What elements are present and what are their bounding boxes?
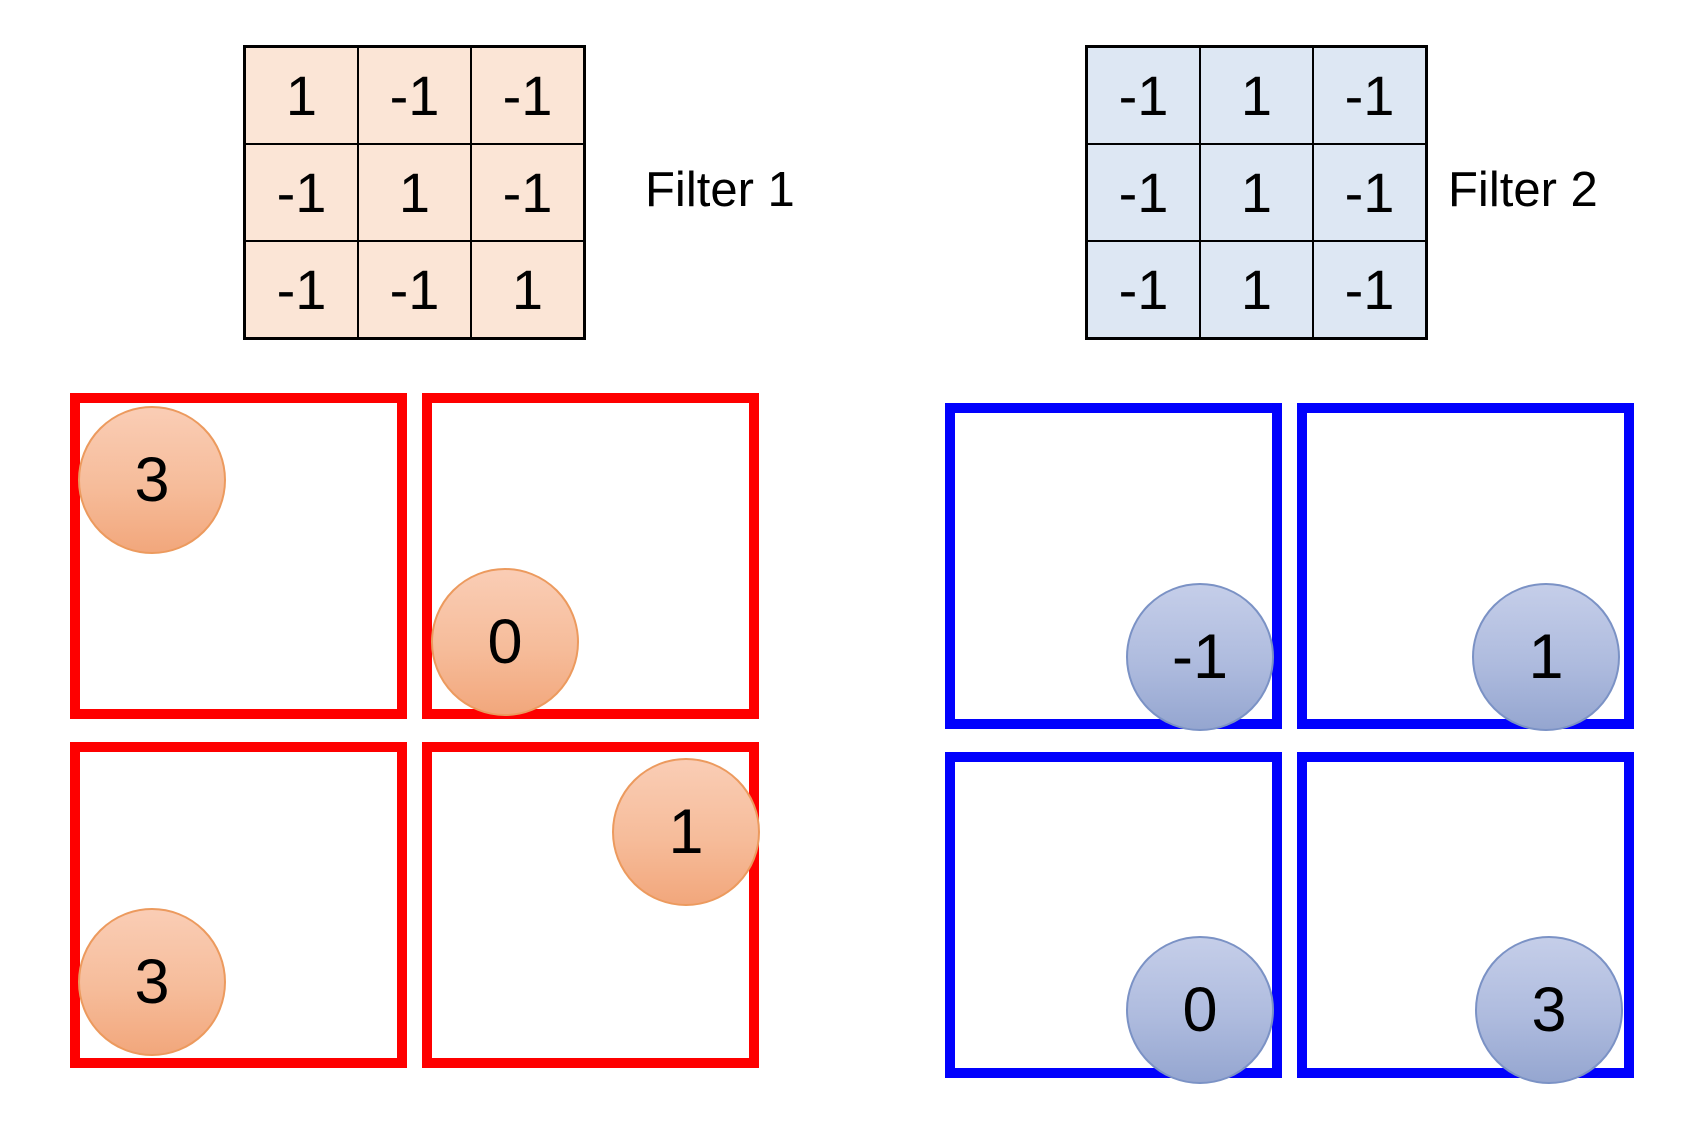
filter2-pool-window-top-right bbox=[1297, 403, 1634, 729]
filter2-kernel-cell-r0c1: 1 bbox=[1200, 47, 1313, 144]
filter2-max-value-bottom-left: 0 bbox=[1182, 974, 1218, 1045]
filter2-kernel-cell-r0c2: -1 bbox=[1313, 47, 1426, 144]
filter1-max-value-top-right: 0 bbox=[487, 606, 523, 677]
filter2-max-value-top-right: 1 bbox=[1528, 621, 1564, 692]
filter2-max-value-top-left: -1 bbox=[1171, 621, 1229, 692]
filter1-kernel-cell-r2c2: 1 bbox=[471, 241, 584, 338]
filter2-kernel-cell-r1c2: -1 bbox=[1313, 144, 1426, 241]
filter2-kernel-cell-r2c2: -1 bbox=[1313, 241, 1426, 338]
filter2-max-value-bottom-right: 3 bbox=[1531, 974, 1567, 1045]
filter1-kernel-cell-r0c1: -1 bbox=[358, 47, 471, 144]
filter2-kernel-cell-r2c0: -1 bbox=[1087, 241, 1200, 338]
filter2-max-circle-top-left: -1 bbox=[1126, 583, 1274, 731]
filter1-kernel-cell-r1c0: -1 bbox=[245, 144, 358, 241]
filter1-label: Filter 1 bbox=[645, 163, 795, 217]
filter2-max-circle-top-right: 1 bbox=[1472, 583, 1620, 731]
filter1-kernel-cell-r1c2: -1 bbox=[471, 144, 584, 241]
filter1-max-circle-top-right: 0 bbox=[431, 568, 579, 716]
filter2-kernel-cell-r1c0: -1 bbox=[1087, 144, 1200, 241]
filter1-max-circle-top-left: 3 bbox=[78, 406, 226, 554]
filter1-kernel-cell-r2c1: -1 bbox=[358, 241, 471, 338]
filter1-kernel-cell-r0c2: -1 bbox=[471, 47, 584, 144]
filter1-pool-window-top-right bbox=[422, 393, 759, 719]
filter1-max-value-bottom-right: 1 bbox=[668, 796, 704, 867]
filter2-pool-window-top-left bbox=[945, 403, 1282, 729]
filter1-kernel-cell-r2c0: -1 bbox=[245, 241, 358, 338]
filter2-label: Filter 2 bbox=[1448, 163, 1598, 217]
filter1-max-value-top-left: 3 bbox=[134, 444, 170, 515]
filter1-max-value-bottom-left: 3 bbox=[134, 946, 170, 1017]
filter1-kernel-cell-r0c0: 1 bbox=[245, 47, 358, 144]
filter2-kernel-grid: -1 1 -1 -1 1 -1 -1 1 -1 bbox=[1085, 45, 1428, 340]
filter1-pool-window-top-left bbox=[70, 393, 407, 719]
filter1-max-circle-bottom-left: 3 bbox=[78, 908, 226, 1056]
filter2-kernel-cell-r2c1: 1 bbox=[1200, 241, 1313, 338]
filter1-pool-window-bottom-right bbox=[422, 742, 759, 1068]
filter2-kernel-cell-r1c1: 1 bbox=[1200, 144, 1313, 241]
filter2-kernel-cell-r0c0: -1 bbox=[1087, 47, 1200, 144]
filter1-kernel-grid: 1 -1 -1 -1 1 -1 -1 -1 1 bbox=[243, 45, 586, 340]
filter2-max-circle-bottom-right: 3 bbox=[1475, 936, 1623, 1084]
filter2-max-circle-bottom-left: 0 bbox=[1126, 936, 1274, 1084]
filter1-pool-window-bottom-left bbox=[70, 742, 407, 1068]
filter1-kernel-cell-r1c1: 1 bbox=[358, 144, 471, 241]
filter2-pool-window-bottom-right bbox=[1297, 752, 1634, 1078]
filter1-max-circle-bottom-right: 1 bbox=[612, 758, 760, 906]
filter2-pool-window-bottom-left bbox=[945, 752, 1282, 1078]
